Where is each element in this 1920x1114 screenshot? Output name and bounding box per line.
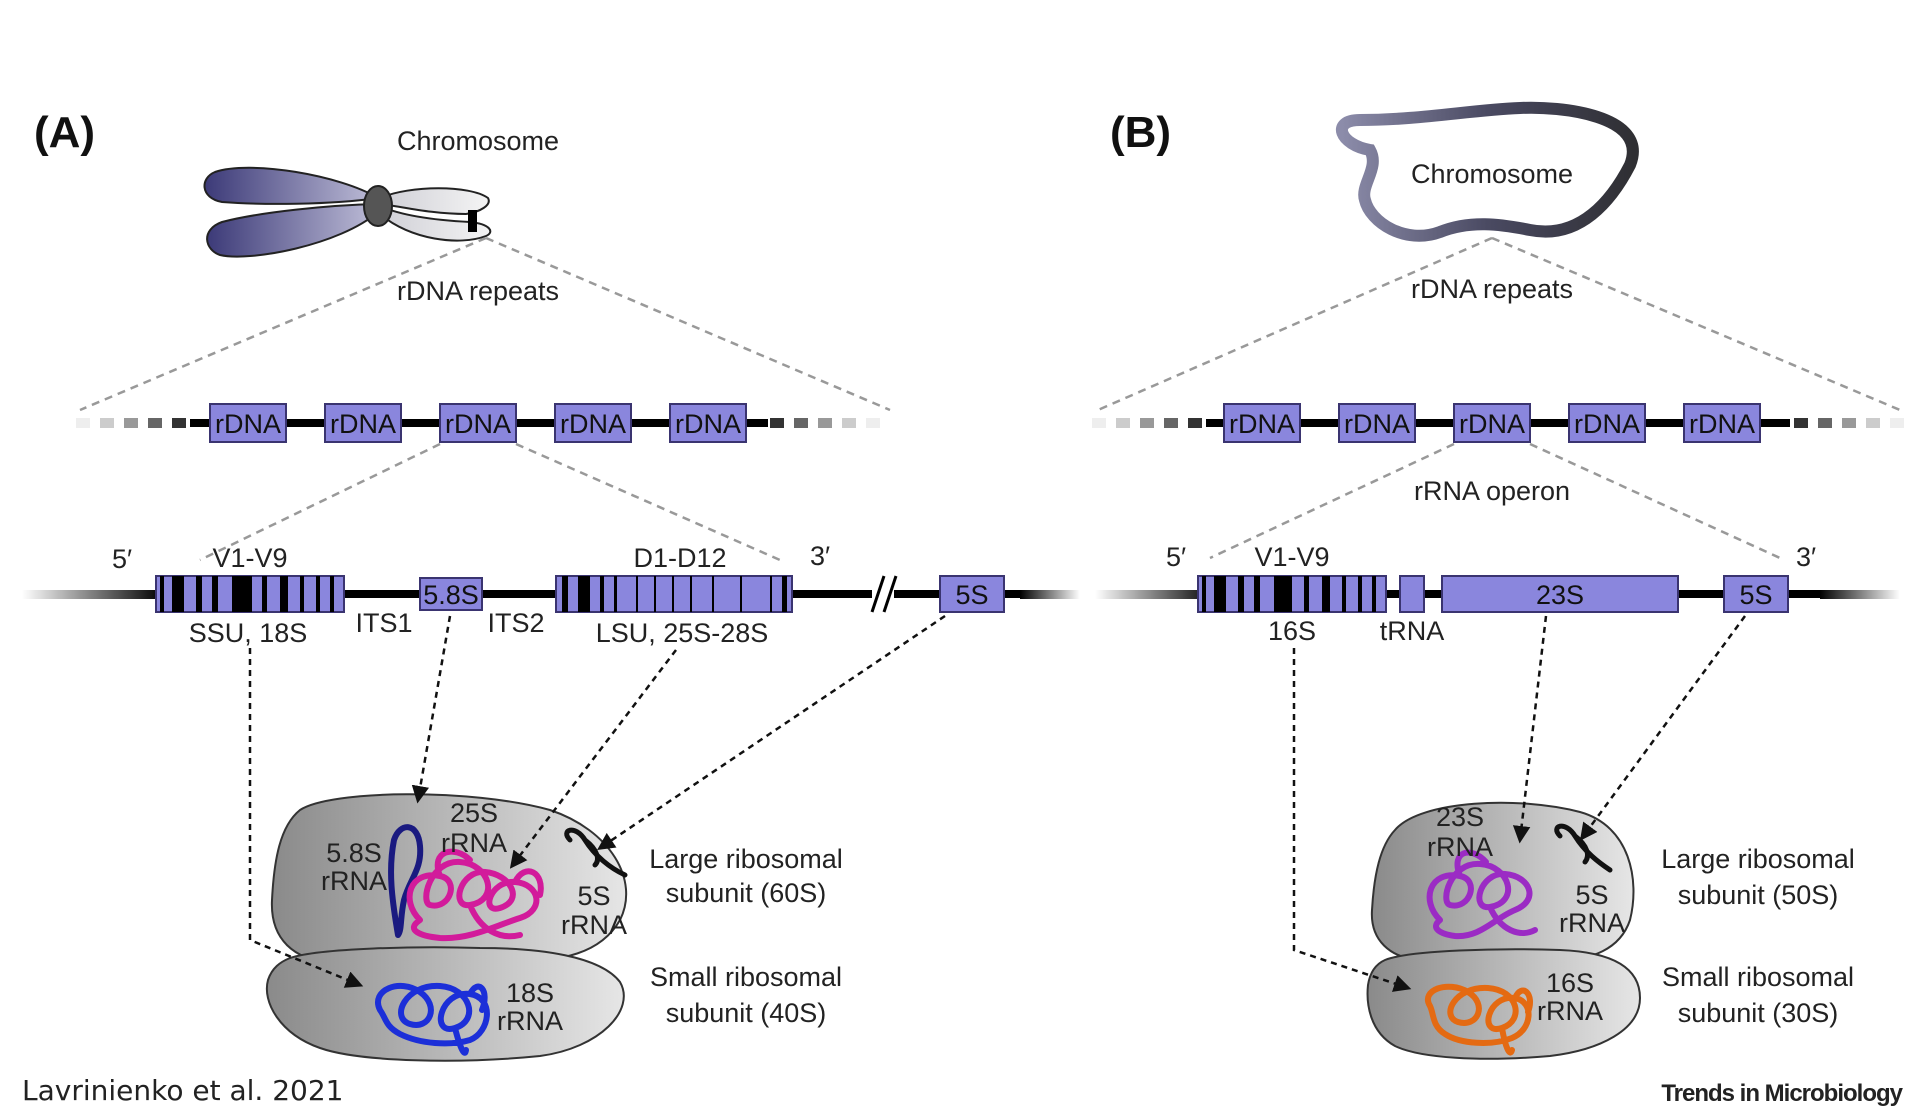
large-subunit-b-label-2: subunit (50S)	[1678, 880, 1839, 910]
arrow-25s	[509, 649, 677, 869]
rrna-operon-label: rRNA operon	[1414, 476, 1570, 506]
box-23s: 23S	[1441, 575, 1679, 613]
rrna-5s-strand-b	[1554, 823, 1613, 873]
box-5-8s: 5.8S	[419, 577, 483, 611]
arrow-18s	[248, 648, 364, 988]
rdna-box-a-5: rDNA	[669, 403, 747, 443]
svg-text:5S: 5S	[1739, 580, 1772, 610]
rdna-box-a-2: rDNA	[324, 403, 402, 443]
panel-b-label: (B)	[1110, 108, 1171, 157]
v-region-label-b: V1-V9	[1254, 542, 1329, 572]
svg-text:rDNA: rDNA	[215, 409, 281, 439]
svg-text:5.8S: 5.8S	[423, 580, 479, 610]
rrna-5s-label-a-2: rRNA	[561, 910, 627, 940]
trna-label: tRNA	[1380, 616, 1445, 646]
rrna-25s-label-2: rRNA	[441, 828, 507, 858]
chromosome-label: Chromosome	[397, 126, 559, 156]
circular-chromosome-icon	[1335, 101, 1639, 242]
rrna-5-8s-strand	[388, 824, 424, 938]
svg-text:rDNA: rDNA	[330, 409, 396, 439]
small-subunit-a-label-1: Small ribosomal	[650, 962, 842, 992]
s16-label: 16S	[1268, 616, 1316, 646]
lsu-label: LSU, 25S-28S	[596, 618, 769, 648]
rrna-18s-strand	[375, 982, 490, 1056]
rrna-23s-strand	[1426, 849, 1538, 940]
box-16s	[1197, 575, 1387, 613]
large-subunit-a-label-1: Large ribosomal	[649, 844, 843, 874]
svg-text:5S: 5S	[955, 580, 988, 610]
arrow-16s	[1292, 648, 1412, 992]
box-5s-b: 5S	[1723, 575, 1789, 613]
rrna-5-8s-label-1: 5.8S	[326, 838, 382, 868]
rrna-18s-label-1: 18S	[506, 978, 554, 1008]
box-5s-a: 5S	[939, 575, 1005, 613]
rdna-box-a-1: rDNA	[209, 403, 287, 443]
panel-a-label: (A)	[34, 108, 95, 157]
its2-label: ITS2	[487, 608, 544, 638]
small-subunit-a-label-2: subunit (40S)	[666, 998, 827, 1028]
five-prime-b: 5′	[1166, 542, 1186, 572]
rrna-25s-label-1: 25S	[450, 798, 498, 828]
arrow-23s	[1512, 615, 1548, 844]
rrna-18s-label-2: rRNA	[497, 1006, 563, 1036]
arrow-5s-a	[597, 614, 946, 850]
rrna-23s-label-2: rRNA	[1427, 832, 1493, 862]
large-subunit-a-label-2: subunit (60S)	[666, 878, 827, 908]
svg-text:rDNA: rDNA	[675, 409, 741, 439]
rdna-box-a-4: rDNA	[554, 403, 632, 443]
ssu-label: SSU, 18S	[189, 618, 308, 648]
journal-logo: Trends in Microbiology	[1661, 1080, 1903, 1107]
panel-a: (A) Chromosome rDNA repeats rDNA rDNA rD…	[22, 108, 1080, 1062]
rrna-5s-strand-a	[564, 827, 628, 878]
v-region-label-a: V1-V9	[212, 543, 287, 573]
three-prime-a: 3′	[810, 541, 830, 571]
svg-text:rDNA: rDNA	[1689, 409, 1755, 439]
svg-text:23S: 23S	[1536, 580, 1584, 610]
rrna-23s-label-1: 23S	[1436, 802, 1484, 832]
rdna-box-a-3: rDNA	[439, 403, 517, 443]
rrna-5s-label-a-1: 5S	[577, 881, 610, 911]
rdna-box-b-4: rDNA	[1568, 403, 1646, 443]
small-subunit-b-label-2: subunit (30S)	[1678, 998, 1839, 1028]
rrna-16s-label-2: rRNA	[1537, 996, 1603, 1026]
d-region-label: D1-D12	[633, 543, 726, 573]
five-prime-a: 5′	[112, 544, 132, 574]
credit-text: Lavrinienko et al. 2021	[22, 1074, 344, 1107]
small-subunit-b	[1366, 948, 1642, 1060]
rrna-16s-strand	[1425, 983, 1533, 1056]
rrna-16s-label-1: 16S	[1546, 968, 1594, 998]
rrna-25s-strand	[406, 848, 544, 942]
rdna-repeats-label: rDNA repeats	[397, 276, 559, 306]
chromosome-icon	[203, 166, 492, 258]
box-trna	[1399, 575, 1425, 613]
ssu-18s-box	[155, 575, 345, 613]
rdna-box-b-2: rDNA	[1338, 403, 1416, 443]
its1-label: ITS1	[355, 608, 412, 638]
svg-text:rDNA: rDNA	[1344, 409, 1410, 439]
rdna-repeats-b-label: rDNA repeats	[1411, 274, 1573, 304]
svg-text:rDNA: rDNA	[1229, 409, 1295, 439]
arrow-5s-b	[1579, 615, 1747, 841]
lsu-box	[555, 575, 793, 613]
panel-b: (B) Chromosome rDNA repeats rDNA rDNA rD…	[1092, 101, 1904, 1060]
arrow-5-8s	[411, 615, 452, 804]
rrna-5-8s-label-2: rRNA	[321, 866, 387, 896]
small-subunit-b-label-1: Small ribosomal	[1662, 962, 1854, 992]
rrna-5s-label-b-2: rRNA	[1559, 908, 1625, 938]
svg-text:rDNA: rDNA	[560, 409, 626, 439]
rdna-box-b-5: rDNA	[1683, 403, 1761, 443]
rrna-5s-label-b-1: 5S	[1575, 880, 1608, 910]
svg-text:rDNA: rDNA	[445, 409, 511, 439]
rdna-box-b-1: rDNA	[1223, 403, 1301, 443]
svg-text:rDNA: rDNA	[1459, 409, 1525, 439]
large-subunit-b-label-1: Large ribosomal	[1661, 844, 1855, 874]
svg-text:rDNA: rDNA	[1574, 409, 1640, 439]
three-prime-b: 3′	[1796, 542, 1816, 572]
chromosome-b-label: Chromosome	[1411, 159, 1573, 189]
rdna-box-b-3: rDNA	[1453, 403, 1531, 443]
